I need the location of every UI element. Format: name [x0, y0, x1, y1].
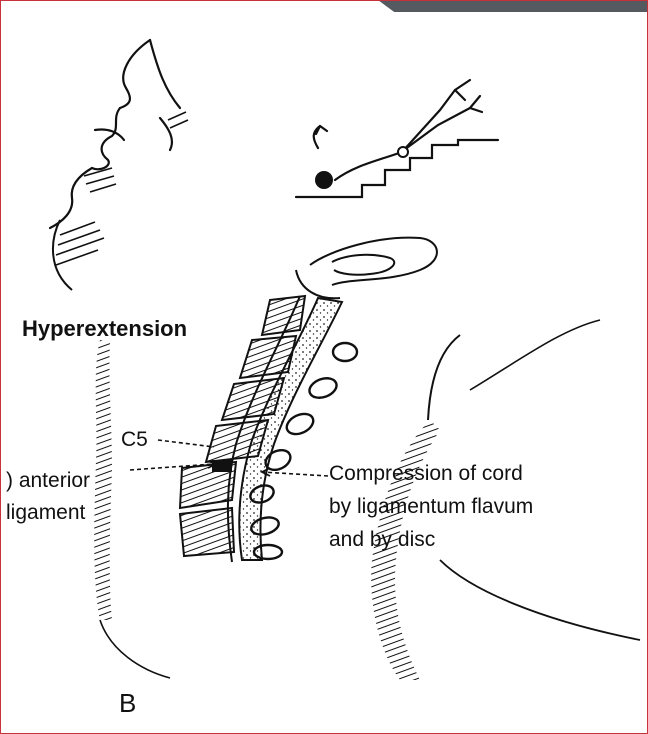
- compressed-disc: [212, 460, 232, 472]
- label-anterior-ligament-line2: ligament: [6, 502, 85, 523]
- face-profile: [50, 40, 180, 228]
- label-hyperextension: Hyperextension: [22, 318, 187, 340]
- jaw-shading: [56, 112, 188, 265]
- fallen-head: [315, 171, 333, 189]
- label-compression-line2: by ligamentum flavum: [329, 496, 533, 517]
- label-compression-line1: Compression of cord: [329, 463, 523, 484]
- label-c5: C5: [121, 429, 148, 450]
- shoulder-outline: [440, 560, 640, 640]
- knee-joint: [398, 147, 408, 157]
- label-anterior-ligament-line1: ) anterior: [6, 470, 90, 491]
- label-compression-line3: and by disc: [329, 529, 435, 550]
- ear: [296, 238, 437, 299]
- panel-letter: B: [119, 690, 136, 716]
- throat-shading: [94, 340, 112, 620]
